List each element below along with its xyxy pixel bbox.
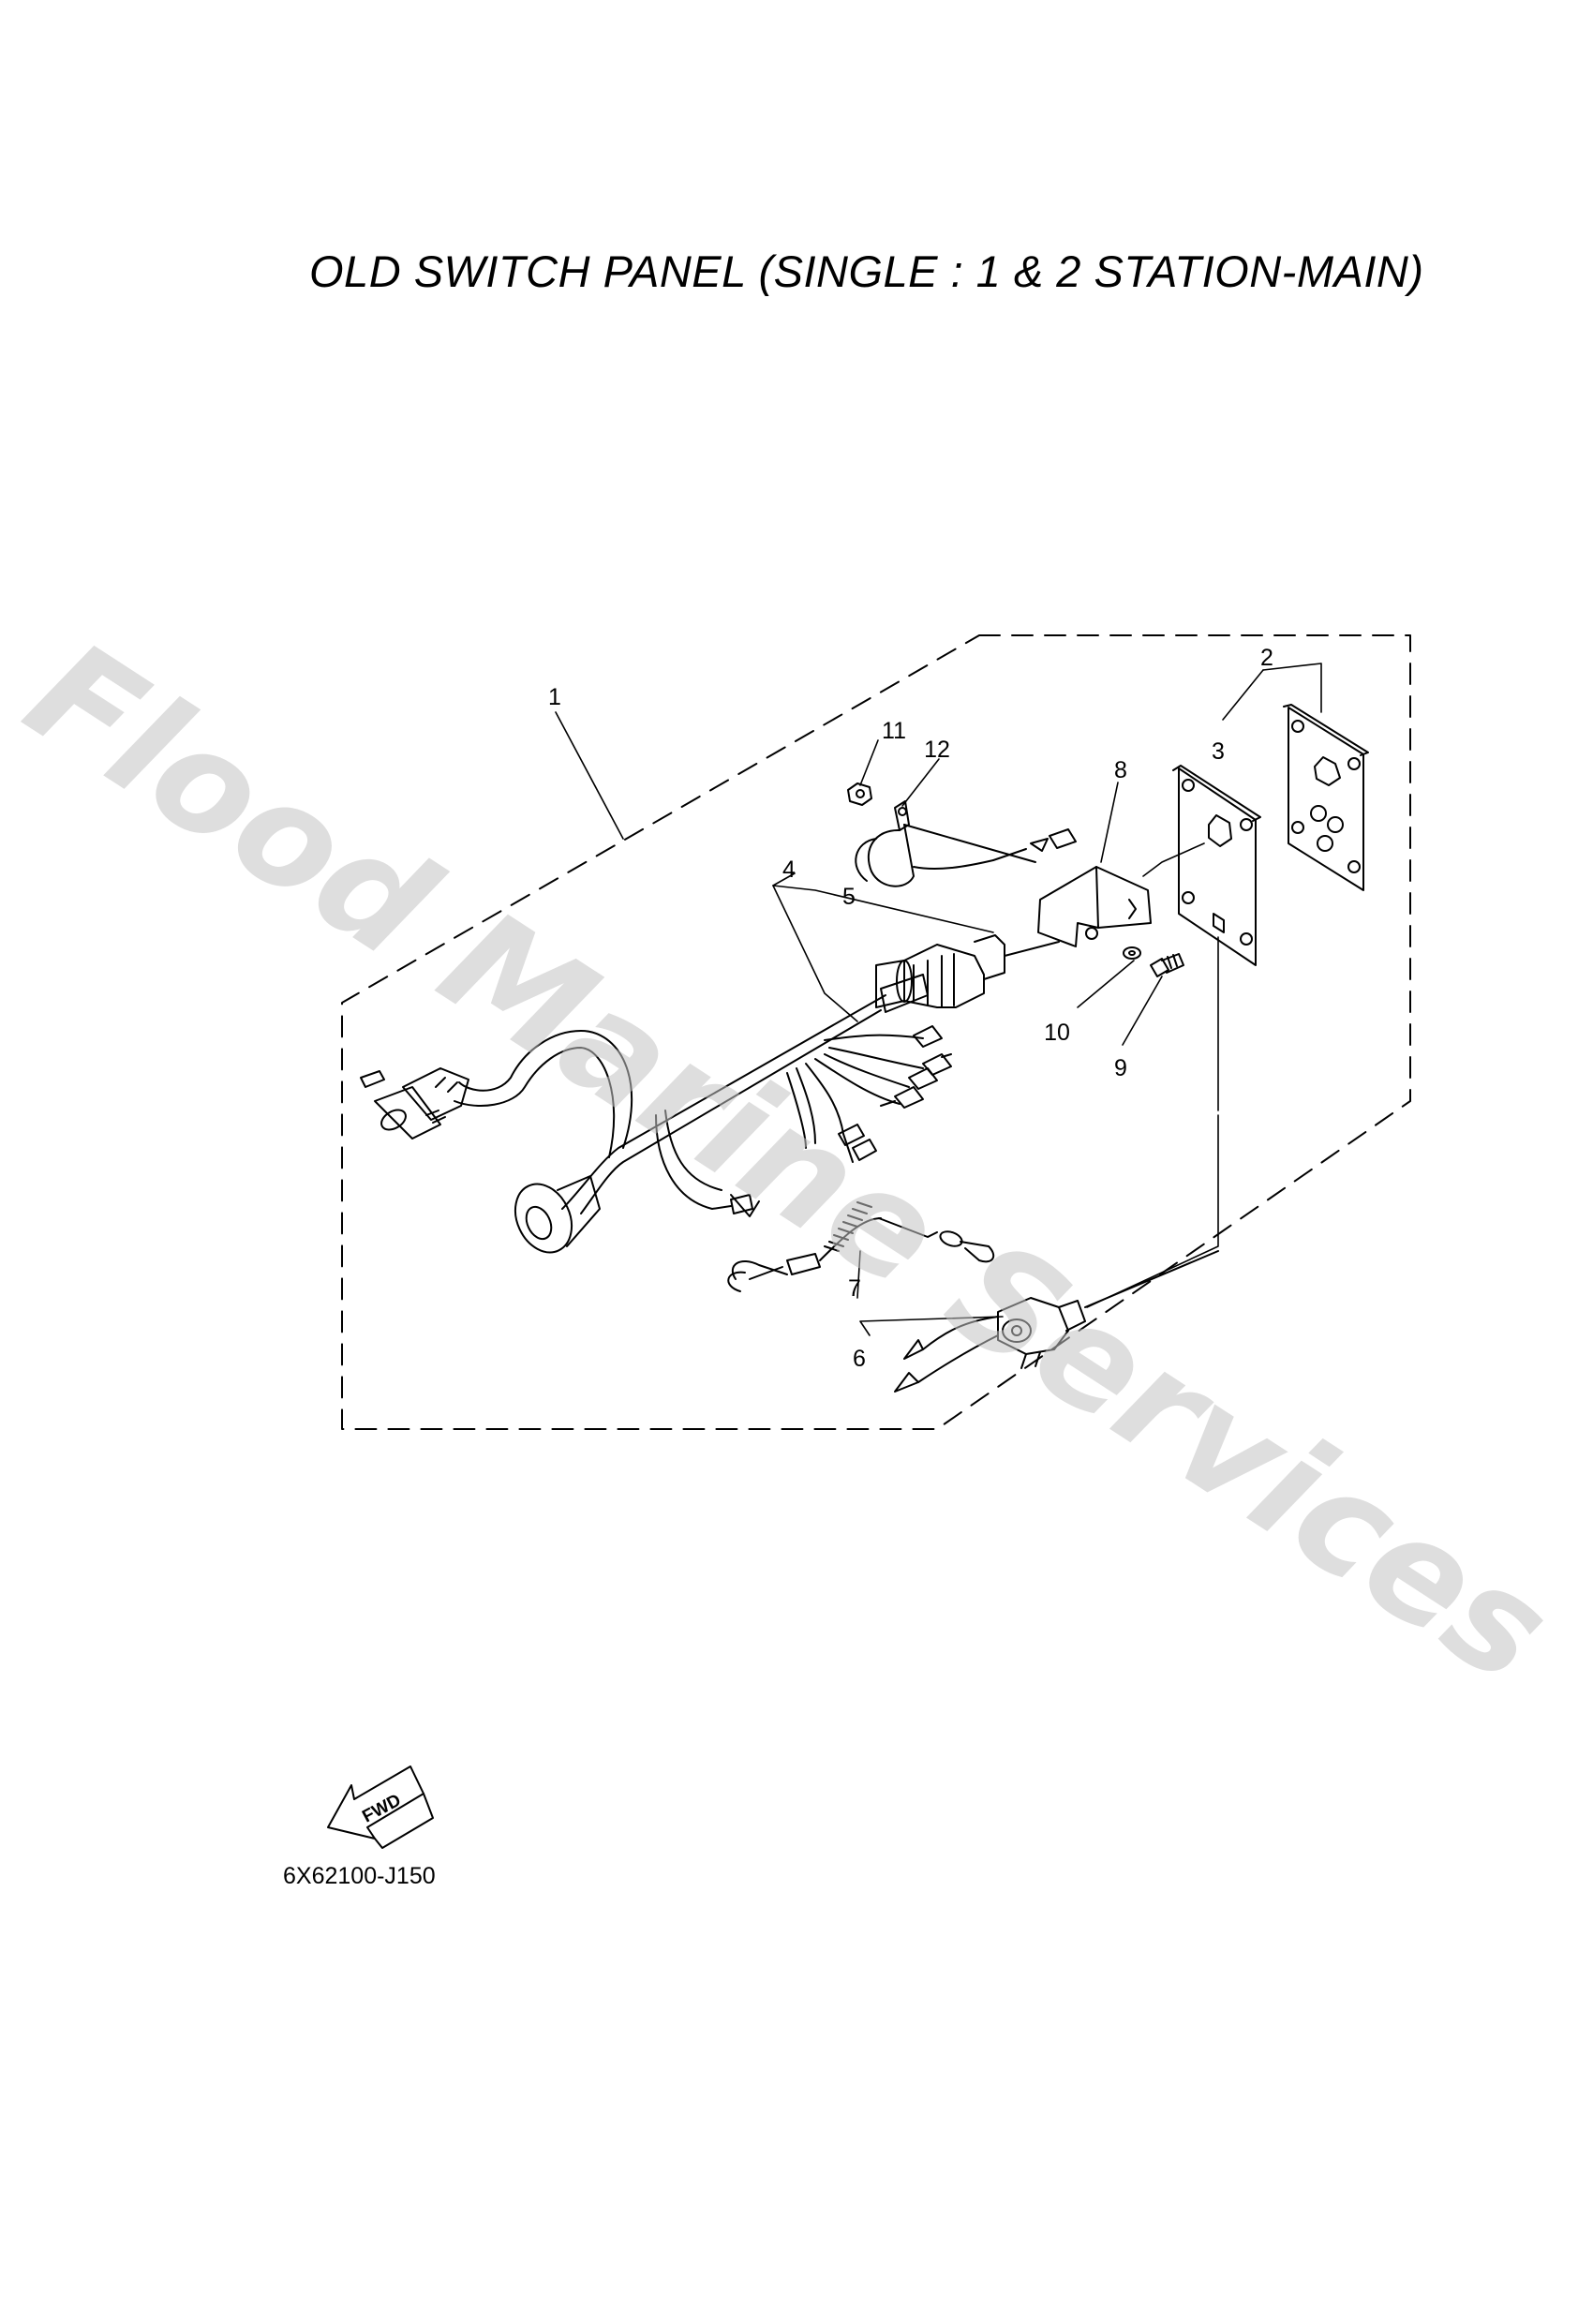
gasket-plate [1172,765,1261,966]
callout-5: 5 [842,884,856,910]
diagram-part-code: 6X62100-J150 [283,1863,436,1889]
wiring-harness-part-4 [360,974,952,1254]
callout-8: 8 [1114,757,1127,783]
fwd-arrow-icon: FWD [327,1765,434,1849]
callout-1: 1 [548,684,561,710]
washer-part-10 [1123,946,1141,960]
clamp-part-12 [855,800,1077,887]
callout-11: 11 [882,718,906,744]
fwd-label: FWD [359,1791,404,1827]
callout-7: 7 [848,1275,861,1302]
bolt-part-9 [1150,953,1184,977]
callout-12: 12 [924,737,950,763]
assembly-boundary [341,634,1411,1430]
callout-2: 2 [1260,645,1273,671]
callout-numbers: 1 2 3 4 5 6 7 8 9 10 11 12 [548,645,1273,1372]
callout-10: 10 [1044,1020,1070,1046]
main-switch-part-5 [875,934,1060,1008]
callout-6: 6 [853,1346,866,1372]
lanyard-part-7 [727,1201,995,1292]
nut-part-11 [847,782,872,806]
bracket-part-8 [1037,866,1152,947]
callout-4: 4 [782,857,796,883]
callout-3: 3 [1212,738,1225,765]
leader-lines [555,663,1322,1336]
callout-9: 9 [1114,1055,1127,1081]
switch-panel-plate [1283,704,1369,891]
page-title: OLD SWITCH PANEL (SINGLE : 1 & 2 STATION… [309,246,1424,296]
